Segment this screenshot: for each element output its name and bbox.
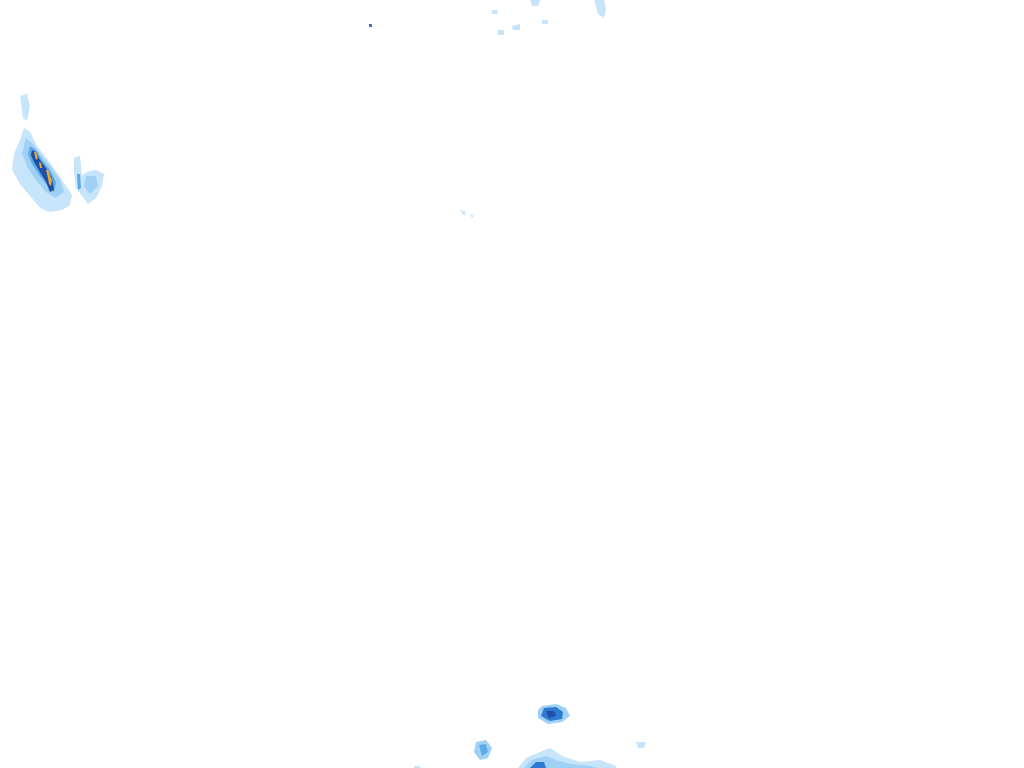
precip-cell-top-center-scatter: [369, 0, 606, 218]
precip-cell-northwest-band: [12, 94, 104, 212]
precip-area-heavy: [31, 150, 54, 192]
precip-area-medium: [479, 744, 488, 756]
precip-area-very-light: [414, 742, 646, 768]
precip-area-strong: [530, 762, 546, 768]
precip-cell-bottom-edge-band: [414, 742, 646, 768]
precip-speck-medium: [369, 24, 372, 27]
precip-cell-south: [538, 704, 570, 724]
precip-area-very-light: [12, 94, 104, 212]
precip-area-intense: [34, 152, 52, 186]
precip-cell-south-small: [474, 740, 492, 760]
precip-area-heavy: [546, 711, 556, 718]
precip-area-light: [22, 138, 98, 198]
